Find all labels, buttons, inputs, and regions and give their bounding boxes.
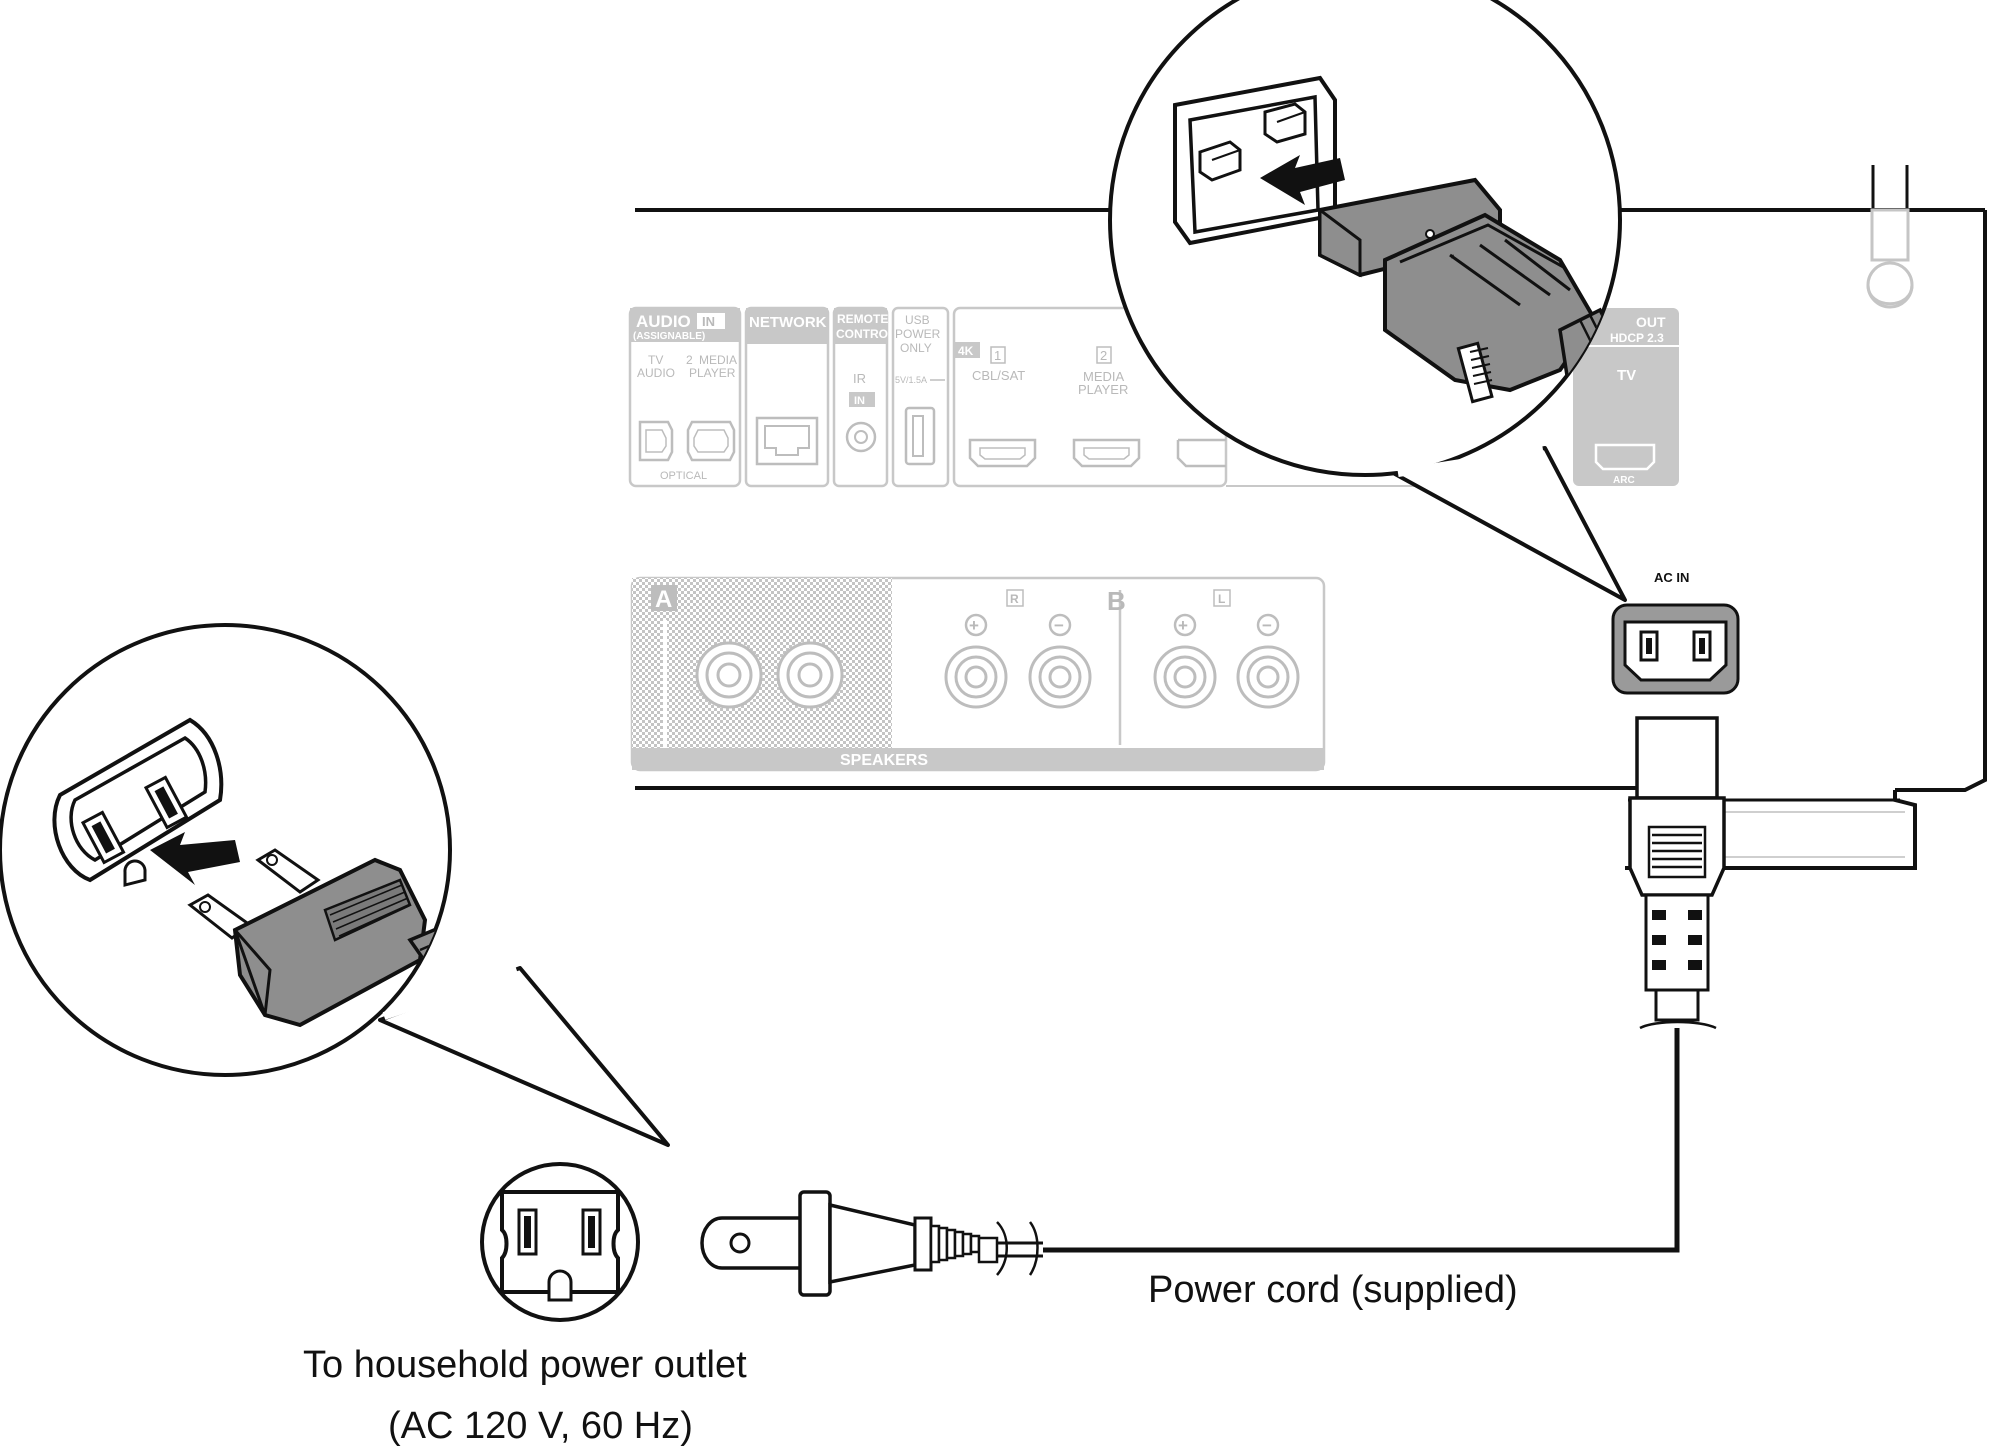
- hdmi-in-section: 4K 1 CBL/SAT 2 MEDIA PLAYER: [952, 306, 1228, 488]
- hdmi-port-icon: [1594, 443, 1656, 471]
- usb-label-2: POWER: [895, 327, 941, 341]
- optical-label: OPTICAL: [660, 470, 707, 482]
- speakers-r-label: R: [1010, 592, 1019, 606]
- optical-port-icon: [638, 420, 674, 462]
- hdmi-out-sub: HDCP 2.3: [1610, 331, 1664, 345]
- speakers-section: SPEAKERS A B R L +: [630, 576, 1326, 772]
- hdmi-in2-label-1: MEDIA: [1083, 369, 1125, 384]
- arrow-icon: [1260, 155, 1345, 205]
- usb-rating: 5V/1.5A: [895, 375, 927, 385]
- speakers-l-label: L: [1218, 592, 1225, 606]
- speakers-label: SPEAKERS: [840, 752, 928, 769]
- speaker-terminal-icon: −: [1236, 613, 1300, 709]
- plug-end: [700, 1190, 1043, 1297]
- media-player-label-1: MEDIA: [699, 353, 737, 367]
- usb-label-1: USB: [905, 313, 930, 327]
- plus-sign: +: [969, 616, 979, 635]
- remote-label-2: CONTROL: [836, 327, 895, 341]
- usb-section: USB POWER ONLY 5V/1.5A: [891, 306, 950, 488]
- speaker-terminal-icon: −: [1028, 613, 1092, 709]
- speaker-terminal-icon: +: [1153, 613, 1217, 709]
- remote-label-1: REMOTE: [837, 312, 888, 326]
- media-player-label-2: PLAYER: [689, 366, 736, 380]
- arrow-icon: [150, 832, 240, 885]
- tv-audio-label-2: AUDIO: [637, 366, 675, 380]
- usb-port-icon: [904, 406, 936, 466]
- receiver-rear-panel: AUDIO IN (ASSIGNABLE) TV AUDIO 2 MEDIA P…: [628, 165, 1987, 870]
- audio-in-badge: IN: [702, 314, 715, 329]
- minus-sign: −: [1054, 616, 1064, 635]
- outlet-caption-line1: To household power outlet: [303, 1344, 747, 1386]
- hdmi-out-arc: ARC: [1613, 475, 1635, 486]
- hdmi-in2-label-2: PLAYER: [1078, 382, 1128, 397]
- minus-sign: −: [1262, 616, 1272, 635]
- audio-sub: (ASSIGNABLE): [633, 331, 705, 342]
- hdmi-in1-label: CBL/SAT: [972, 368, 1025, 383]
- antenna-icon: [1866, 165, 1914, 309]
- wall-outlet-icon: [480, 1162, 640, 1322]
- callout-wall-outlet: [0, 623, 670, 1147]
- speaker-terminal-icon: [695, 641, 763, 709]
- ac-inlet: AC IN: [1611, 570, 1740, 695]
- hdmi-out-section: OUT HDCP 2.3 TV ARC: [1573, 308, 1679, 486]
- hdmi-out-tv: TV: [1617, 367, 1636, 384]
- media-player-num: 2: [686, 353, 693, 367]
- hdmi-in2-num: 2: [1100, 348, 1107, 363]
- iec-connector: [1628, 716, 1726, 1030]
- ir-label: IR: [853, 371, 866, 386]
- ac-in-label: AC IN: [1654, 570, 1689, 585]
- power-cord-caption: Power cord (supplied): [1148, 1269, 1518, 1311]
- network-section: NETWORK: [744, 306, 830, 488]
- power-cord: [1043, 1028, 1680, 1253]
- remote-control-section: REMOTE CONTROL IR IN: [832, 306, 895, 488]
- plus-sign: +: [1178, 616, 1188, 635]
- tv-audio-label-1: TV: [648, 353, 663, 367]
- hdmi-out-header: OUT: [1636, 314, 1666, 330]
- audio-in-section: AUDIO IN (ASSIGNABLE) TV AUDIO 2 MEDIA P…: [628, 306, 742, 488]
- ethernet-port-icon: [755, 416, 819, 466]
- hdmi-4k-badge: 4K: [958, 344, 974, 358]
- optical-port-icon: [686, 420, 736, 462]
- speakers-b-label: B: [1107, 586, 1126, 616]
- speaker-terminal-icon: [776, 641, 844, 709]
- hdmi-port-icon: [1072, 438, 1141, 468]
- network-label: NETWORK: [749, 314, 827, 331]
- outlet-caption-line2: (AC 120 V, 60 Hz): [388, 1405, 693, 1446]
- ir-in-badge: IN: [854, 395, 865, 407]
- hdmi-in1-num: 1: [994, 348, 1001, 363]
- speakers-a-label: A: [655, 586, 672, 613]
- usb-label-3: ONLY: [900, 341, 932, 355]
- callout-ac-inlet: [1108, 0, 1627, 602]
- hdmi-port-icon: [968, 438, 1037, 468]
- audio-header: AUDIO: [636, 312, 691, 331]
- speaker-terminal-icon: +: [944, 613, 1008, 709]
